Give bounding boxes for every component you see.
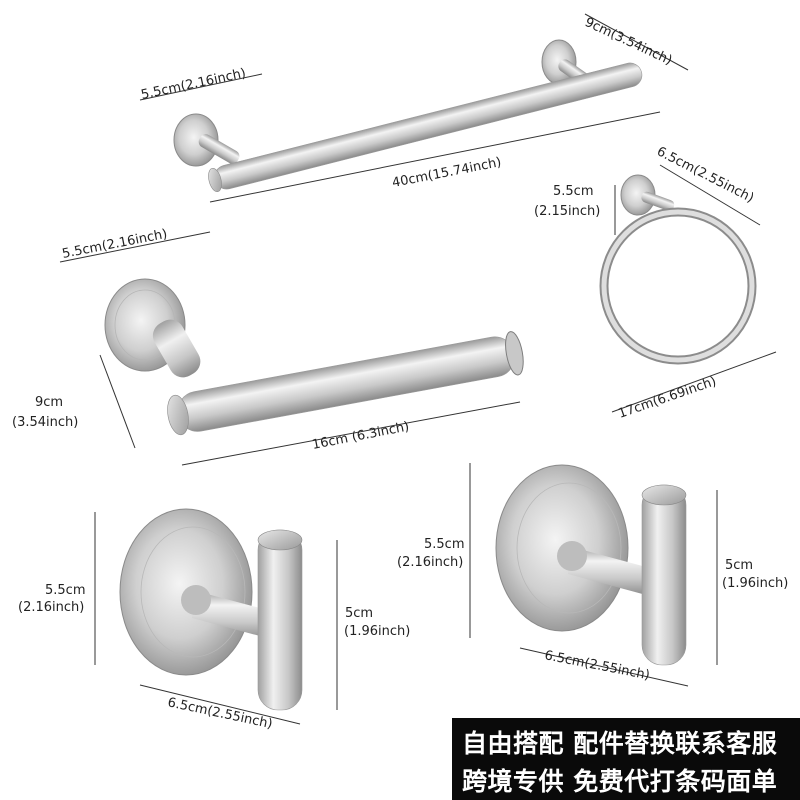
towel-bar-depth-dim-line — [584, 13, 689, 71]
hook-right-arm — [568, 546, 650, 596]
paper-holder-mount-label: 5.5cm(2.16inch) — [61, 227, 169, 262]
towel-bar-mount-dim-line — [139, 73, 263, 101]
hook-right-depth-label: 6.5cm(2.55inch) — [543, 648, 651, 683]
paper-holder-mount-dim-line — [59, 231, 211, 263]
paper-holder: 5.5cm(2.16inch) 9cm (3.54inch) 16cm (6.3… — [12, 227, 524, 466]
hook-left-post — [257, 529, 303, 711]
towel-bar-left-mount — [173, 113, 219, 167]
towel-ring-post — [641, 191, 675, 211]
towel-bar-length-label: 40cm(15.74inch) — [391, 155, 503, 191]
towel-ring-height-label-1: 5.5cm — [553, 184, 594, 199]
hook-right-depth-dim-line — [519, 647, 689, 687]
towel-ring-depth-dim-line — [659, 164, 761, 226]
paper-holder-depth-label-2: (3.54inch) — [12, 415, 78, 430]
towel-ring-diameter-dim-line — [611, 351, 777, 413]
hook-left-height-label-2: (1.96inch) — [344, 624, 410, 639]
banner-line-2: 跨境专供 免费代打条码面单 — [462, 767, 778, 796]
paper-holder-depth-dim-line — [99, 354, 136, 449]
towel-bar-length-dim-line — [209, 111, 661, 203]
hook-right: 5.5cm (2.16inch) 5cm (1.96inch) 6.5cm(2.… — [397, 463, 788, 687]
towel-bar: 5.5cm(2.16inch) 9cm(3.54inch) 40cm(15.74… — [139, 13, 689, 203]
banner-line-1: 自由搭配 配件替换联系客服 — [462, 729, 778, 758]
hook-right-height-label-2: (1.96inch) — [722, 576, 788, 591]
paper-holder-depth-label-1: 9cm — [35, 395, 63, 410]
towel-ring: 5.5cm (2.15inch) 6.5cm(2.55inch) 17cm(6.… — [534, 144, 777, 422]
hook-left-depth-label: 6.5cm(2.55inch) — [166, 695, 274, 732]
towel-ring-depth-label: 6.5cm(2.55inch) — [654, 144, 756, 206]
paper-holder-length-label: 16cm (6.3inch) — [311, 419, 411, 453]
hook-left-arm — [192, 590, 275, 640]
promo-banner: 自由搭配 配件替换联系客服 跨境专供 免费代打条码面单 — [452, 718, 800, 800]
hook-left-height-label-1: 5cm — [345, 606, 373, 621]
towel-ring-height-label-2: (2.15inch) — [534, 204, 600, 219]
towel-bar-mount-label: 5.5cm(2.16inch) — [140, 66, 248, 103]
towel-ring-loop — [601, 209, 755, 363]
paper-holder-length-dim-line — [181, 401, 521, 466]
paper-holder-post — [152, 319, 201, 378]
paper-holder-rod — [167, 331, 524, 436]
hook-left-mount-label-1: 5.5cm — [45, 583, 86, 598]
hook-left-depth-dim-line — [139, 684, 301, 725]
hook-right-mount-label-1: 5.5cm — [424, 537, 465, 552]
hook-right-mount-label-2: (2.16inch) — [397, 555, 463, 570]
towel-ring-diameter-label: 17cm(6.69inch) — [616, 374, 718, 422]
towel-bar-left-post — [198, 134, 240, 164]
hook-right-post — [641, 484, 687, 666]
hook-right-height-label-1: 5cm — [725, 558, 753, 573]
towel-bar-depth-label: 9cm(3.54inch) — [582, 15, 674, 68]
hook-left: 5.5cm (2.16inch) 5cm (1.96inch) 6.5cm(2.… — [18, 508, 410, 732]
towel-bar-rod — [208, 62, 643, 193]
hook-left-mount-label-2: (2.16inch) — [18, 600, 84, 615]
